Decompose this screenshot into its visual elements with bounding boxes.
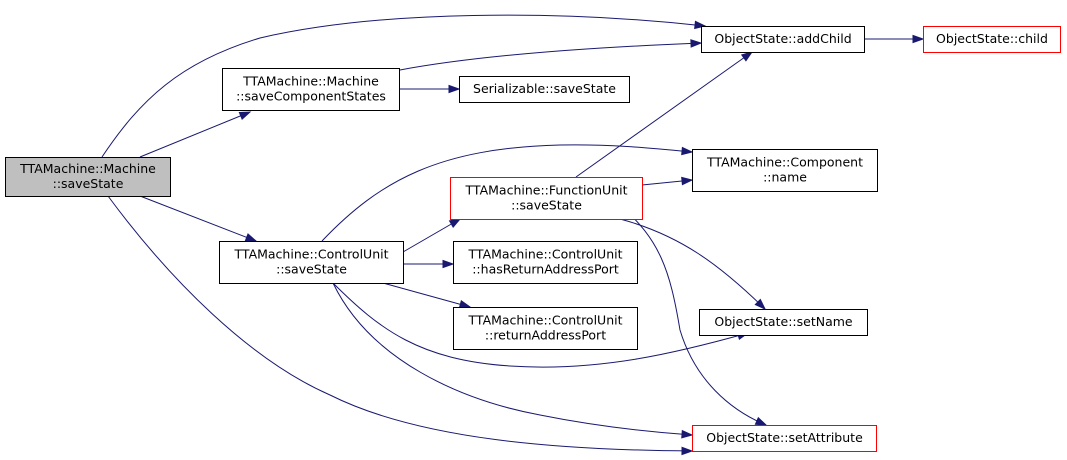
node-label-line: ::saveComponentStates <box>236 89 386 104</box>
node-box <box>450 177 643 220</box>
node-label-line: ObjectState::setAttribute <box>706 430 863 445</box>
node-label-line: TTAMachine::FunctionUnit <box>465 183 628 198</box>
node-label-line: ObjectState::setName <box>714 314 853 329</box>
node-box <box>699 309 868 336</box>
edge-controlunit-savestate-to-objectstate-setattribute <box>332 282 694 439</box>
edge-arrowhead <box>681 176 694 186</box>
edge-machine-savecomponentstates-to-serializable-savestate <box>399 84 461 94</box>
edge-line <box>399 42 702 71</box>
edge-line <box>619 204 767 426</box>
node-label-line: ::saveState <box>276 262 347 277</box>
node-label-line: ObjectState::addChild <box>714 31 851 46</box>
edge-controlunit-savestate-to-controlunit-returnaddressport <box>382 282 472 309</box>
node-label-line: ::saveState <box>511 198 582 213</box>
node-box <box>219 241 404 284</box>
node-label-line: ::hasReturnAddressPort <box>472 262 619 277</box>
edge-machine-savestate-to-controlunit-savestate <box>139 195 258 242</box>
edge-machine-savecomponentstates-to-objectstate-addchild <box>399 39 703 71</box>
node-box <box>692 425 877 452</box>
node-machine-savestate[interactable]: TTAMachine::Machine::saveState <box>5 157 171 197</box>
node-label-line: TTAMachine::ControlUnit <box>467 247 622 262</box>
node-box <box>923 26 1061 53</box>
edge-machine-savestate-to-objectstate-setattribute <box>107 195 694 456</box>
edge-line <box>139 195 257 242</box>
node-box <box>222 68 400 111</box>
node-objectstate-setname[interactable]: ObjectState::setName <box>699 309 868 336</box>
edge-arrowhead <box>448 84 461 94</box>
node-label-line: Serializable::saveState <box>473 81 616 96</box>
edge-arrowhead <box>754 416 768 426</box>
edge-line <box>382 282 471 308</box>
edge-arrowhead <box>912 34 925 44</box>
node-label-line: TTAMachine::Component <box>706 155 863 170</box>
node-functionunit-savestate[interactable]: TTAMachine::FunctionUnit::saveState <box>450 177 643 220</box>
edge-arrowhead <box>681 446 694 456</box>
node-label-line: TTAMachine::Machine <box>19 161 156 176</box>
node-objectstate-addchild[interactable]: ObjectState::addChild <box>701 26 865 53</box>
edge-objectstate-addchild-to-objectstate-child <box>864 34 925 44</box>
node-controlunit-returnaddressport[interactable]: TTAMachine::ControlUnit::returnAddressPo… <box>453 307 638 350</box>
edge-line <box>575 51 753 178</box>
node-serializable-savestate[interactable]: Serializable::saveState <box>459 76 630 103</box>
edge-arrowhead <box>442 259 455 269</box>
node-controlunit-hasreturnaddressport[interactable]: TTAMachine::ControlUnit::hasReturnAddres… <box>453 241 638 284</box>
edge-line <box>402 218 461 253</box>
edges-layer <box>101 14 925 456</box>
node-component-name[interactable]: TTAMachine::Component::name <box>692 149 878 192</box>
node-box <box>692 149 878 192</box>
node-box <box>453 307 638 350</box>
edge-functionunit-savestate-to-component-name <box>641 176 694 186</box>
edge-line <box>332 282 749 368</box>
edge-functionunit-savestate-to-objectstate-addchild <box>575 51 754 178</box>
nodes-layer: TTAMachine::Machine::saveStateTTAMachine… <box>5 26 1061 452</box>
node-label-line: TTAMachine::ControlUnit <box>467 313 622 328</box>
node-box <box>5 157 171 197</box>
node-controlunit-savestate[interactable]: TTAMachine::ControlUnit::saveState <box>219 241 404 284</box>
edge-functionunit-savestate-to-objectstate-setattribute <box>619 204 768 426</box>
node-machine-savecomponentstates[interactable]: TTAMachine::Machine::saveComponentStates <box>222 68 400 111</box>
node-objectstate-setattribute[interactable]: ObjectState::setAttribute <box>692 425 877 452</box>
node-label-line: ::returnAddressPort <box>485 328 606 343</box>
edge-controlunit-savestate-to-component-name <box>321 144 694 242</box>
node-label-line: ::name <box>763 170 807 185</box>
edge-arrowhead <box>740 51 754 62</box>
node-label-line: ObjectState::child <box>936 31 1048 46</box>
node-box <box>459 76 630 103</box>
edge-line <box>107 195 693 452</box>
edge-arrowhead <box>681 429 694 439</box>
edge-machine-savestate-to-machine-savecomponentstates <box>139 111 252 158</box>
node-label-line: ::saveState <box>53 176 124 191</box>
edge-arrowhead <box>694 20 707 30</box>
edge-line <box>139 111 251 158</box>
edge-line <box>101 14 706 158</box>
edge-machine-savestate-to-objectstate-addchild <box>101 14 707 158</box>
edge-line <box>332 282 693 436</box>
edge-arrowhead <box>458 300 472 309</box>
edge-line <box>619 218 766 310</box>
edge-arrowhead <box>690 39 703 48</box>
node-label-line: TTAMachine::Machine <box>242 74 379 89</box>
edge-functionunit-savestate-to-objectstate-setname <box>619 218 767 311</box>
edge-arrowhead <box>238 111 252 120</box>
edge-arrowhead <box>681 146 694 156</box>
edge-line <box>321 144 693 242</box>
node-objectstate-child[interactable]: ObjectState::child <box>923 26 1061 53</box>
edge-arrowhead <box>448 218 462 228</box>
edge-controlunit-savestate-to-controlunit-hasreturnaddressport <box>403 259 455 269</box>
edge-arrowhead <box>754 298 767 311</box>
edge-controlunit-savestate-to-functionunit-savestate <box>402 218 462 253</box>
node-label-line: TTAMachine::ControlUnit <box>233 247 388 262</box>
node-box <box>701 26 865 53</box>
node-box <box>453 241 638 284</box>
edge-arrowhead <box>244 233 258 242</box>
